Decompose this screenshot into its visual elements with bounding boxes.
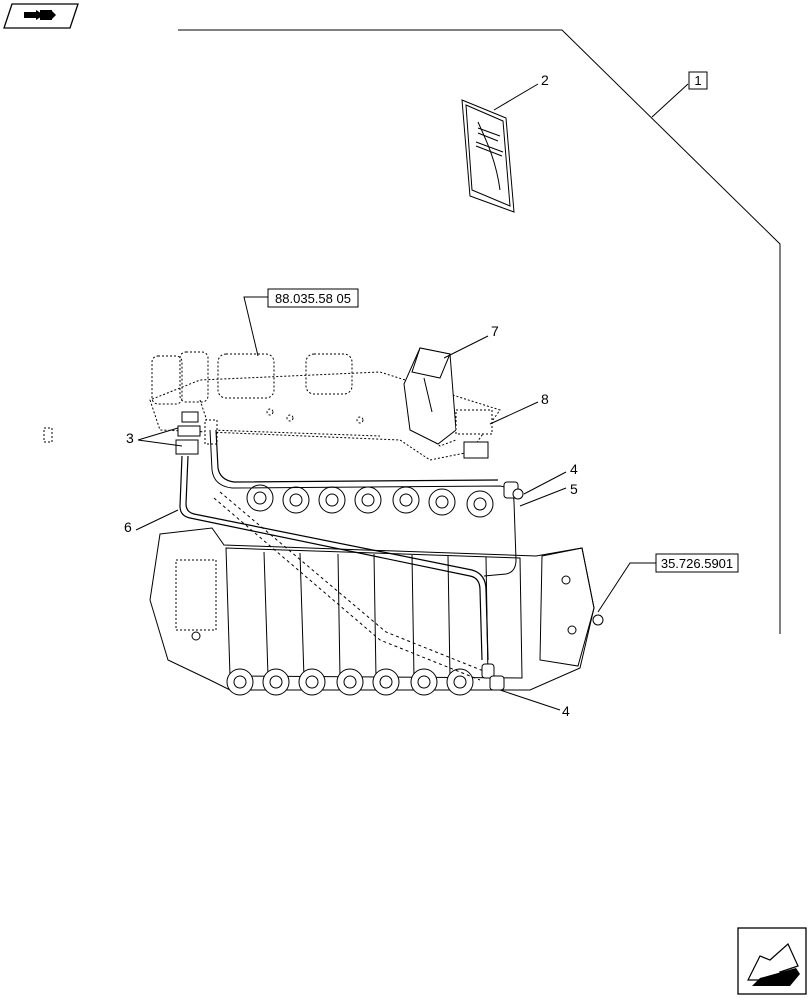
assembly-bracket-line: [178, 29, 781, 634]
callout-6[interactable]: 6: [124, 519, 132, 535]
callout-3-leader-b: [137, 439, 183, 447]
callout-4-lower-leader: [499, 689, 561, 711]
catalog-book-arrow-icon[interactable]: [3, 3, 79, 29]
component-8-connector: [455, 409, 493, 459]
lower-solenoid-row: [226, 668, 474, 696]
dashed-pipe-phantom: [213, 491, 487, 681]
callout-4-upper-leader: [523, 471, 567, 495]
callout-4-upper[interactable]: 4: [570, 461, 578, 477]
upper-solenoid-row: [246, 484, 494, 518]
next-page-arrow-icon[interactable]: [737, 927, 807, 995]
reference-top-leader: [243, 296, 268, 357]
instruction-sheet-drawing: [461, 99, 515, 213]
svg-text:1: 1: [694, 73, 701, 88]
reference-88-035-58-05[interactable]: 88.035.58 05: [267, 288, 359, 308]
callout-7[interactable]: 7: [491, 323, 499, 339]
component-4-fitting-upper: [503, 481, 524, 500]
svg-text:35.726.5901: 35.726.5901: [661, 556, 733, 571]
callout-5-leader: [519, 487, 567, 507]
callout-3[interactable]: 3: [126, 430, 134, 446]
callout-8[interactable]: 8: [541, 391, 549, 407]
callout-2-leader: [493, 83, 539, 111]
callout-6-leader: [135, 509, 179, 531]
valve-bank-body: [149, 527, 604, 691]
reference-right-leader: [597, 562, 656, 613]
svg-text:88.035.58 05: 88.035.58 05: [275, 291, 351, 306]
reference-35-726-5901[interactable]: 35.726.5901: [655, 553, 739, 573]
component-7-block: [403, 347, 457, 445]
callout-5[interactable]: 5: [570, 481, 578, 497]
callout-7-leader: [443, 335, 489, 359]
item-1-label[interactable]: 1: [688, 71, 708, 90]
callout-8-leader: [489, 401, 539, 425]
component-4-fitting-lower: [481, 663, 505, 691]
callout-2[interactable]: 2: [541, 72, 549, 88]
callout-4-lower[interactable]: 4: [562, 703, 570, 719]
component-3-fittings: [175, 411, 218, 455]
callout-3-leader-a: [137, 427, 179, 441]
